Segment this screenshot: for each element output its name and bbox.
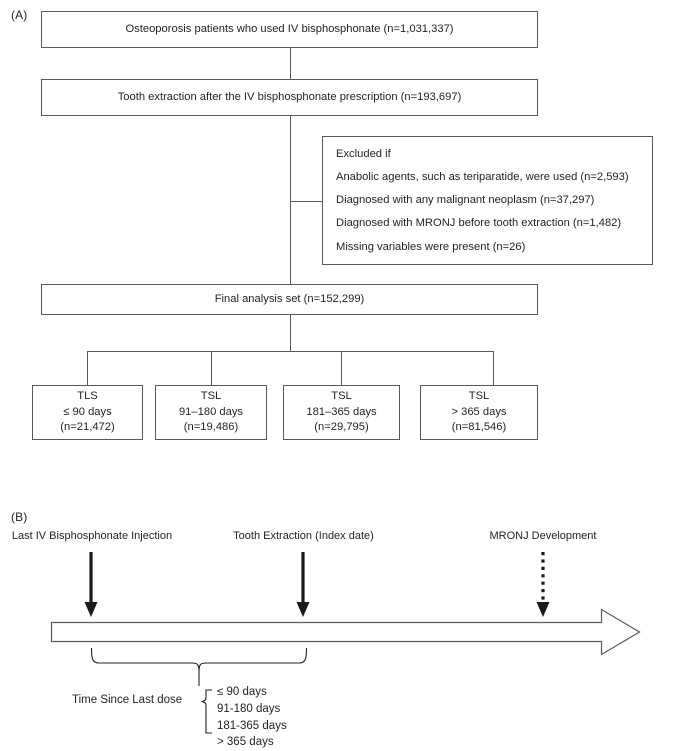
group-3-count: (n=29,795) — [314, 421, 369, 434]
group-4-name: TSL — [468, 389, 490, 402]
legend-bracket — [201, 689, 212, 734]
exclusion-item-missing-variables: Missing variables were present (n=26) — [336, 240, 526, 253]
group-1-name: TLS — [77, 389, 98, 402]
timeline-event-label-tooth-extraction: Tooth Extraction (Index date) — [233, 530, 374, 542]
connector-drop-group-2 — [211, 351, 212, 385]
connector-drop-group-3 — [341, 351, 342, 385]
group-2-name: TSL — [200, 389, 222, 402]
exclusion-criteria-box: Excluded if Anabolic agents, such as ter… — [322, 136, 653, 265]
exclusion-item-malignant-neoplasm: Diagnosed with any malignant neoplasm (n… — [336, 194, 595, 207]
legend-item-181-365-days: 181-365 days — [217, 719, 287, 732]
group-box-tsl-181-365-days: TSL 181–365 days (n=29,795) — [283, 385, 400, 440]
connector-drop-group-1 — [87, 351, 88, 385]
legend-items-list: ≤ 90 days 91-180 days 181-365 days > 365… — [217, 684, 287, 751]
group-3-range: 181–365 days — [306, 405, 377, 418]
legend-item-91-180-days: 91-180 days — [217, 702, 281, 715]
group-box-tsl-91-180-days: TSL 91–180 days (n=19,486) — [155, 385, 267, 440]
group-1-range: ≤ 90 days — [63, 405, 112, 418]
exclusion-item-prior-mronj: Diagnosed with MRONJ before tooth extrac… — [336, 217, 622, 230]
group-2-range: 91–180 days — [178, 405, 244, 418]
flow-box-final-analysis-set: Final analysis set (n=152,299) — [41, 284, 538, 315]
legend-item-over-365-days: > 365 days — [217, 736, 274, 749]
connector-distributor-bar — [87, 351, 493, 352]
group-4-range: > 365 days — [451, 405, 507, 418]
flow-box-source-population: Osteoporosis patients who used IV bispho… — [41, 11, 538, 48]
timeline-arrow-dotted-3 — [536, 552, 550, 617]
group-box-tls-90-days: TLS ≤ 90 days (n=21,472) — [32, 385, 143, 440]
connector-to-exclusion-box — [290, 201, 322, 202]
flow-box-tooth-extraction: Tooth extraction after the IV bisphospho… — [41, 79, 538, 116]
timeline-axis-arrow — [50, 608, 641, 656]
connector-source-to-extraction — [290, 48, 291, 79]
legend-item-90-days: ≤ 90 days — [217, 686, 267, 698]
connector-drop-group-4 — [493, 351, 494, 385]
timeline-event-label-last-injection: Last IV Bisphosphonate Injection — [11, 530, 173, 542]
time-since-last-dose-brace — [90, 647, 308, 686]
group-3-name: TSL — [331, 389, 352, 402]
timeline-arrow-solid-1 — [84, 552, 98, 617]
connector-final-to-distributor — [290, 315, 291, 351]
panel-b-label: (B) — [11, 510, 28, 524]
group-4-count: (n=81,546) — [451, 421, 507, 434]
legend-title-time-since-last-dose: Time Since Last dose — [72, 694, 183, 706]
timeline-arrow-solid-2 — [296, 552, 310, 617]
panel-a-label: (A) — [11, 8, 28, 22]
group-2-count: (n=19,486) — [183, 421, 239, 434]
timeline-event-label-mronj-development: MRONJ Development — [489, 530, 597, 542]
exclusion-item-anabolic-agents: Anabolic agents, such as teriparatide, w… — [336, 171, 629, 184]
group-1-count: (n=21,472) — [60, 421, 115, 434]
group-box-tsl-over-365-days: TSL > 365 days (n=81,546) — [420, 385, 538, 440]
connector-extraction-to-final — [290, 116, 291, 284]
exclusion-heading: Excluded if — [336, 148, 391, 160]
